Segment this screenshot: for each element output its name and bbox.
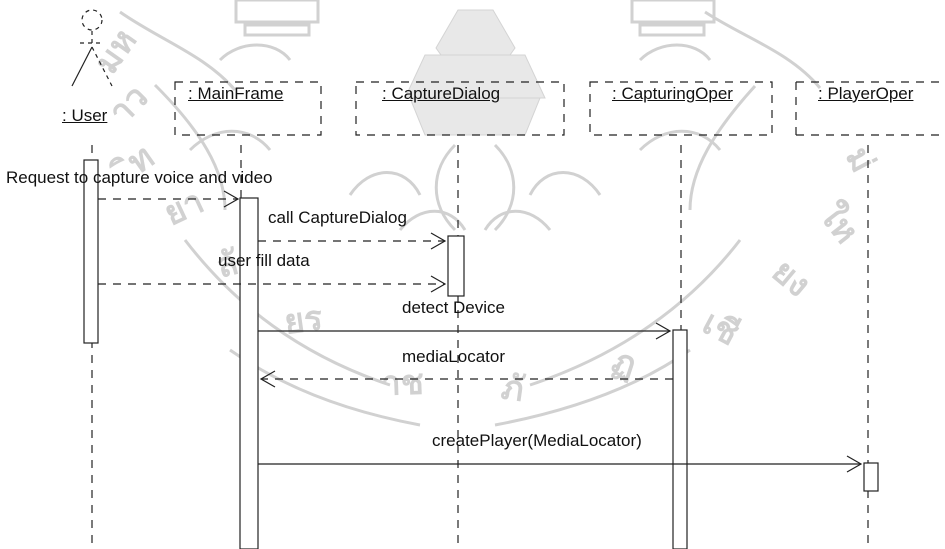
message-label-request-capture: Request to capture voice and video [6,168,273,188]
svg-text:าว: าว [102,78,156,132]
activation-capturingoper [673,330,687,549]
svg-text:าช: าช [381,364,424,403]
message-user-fill-data [98,276,445,292]
message-label-detect-device: detect Device [402,298,505,318]
activation-capturedialog [448,236,464,296]
svg-text:ยา: ยา [158,182,209,233]
object-label-capturedialog: : CaptureDialog [382,84,500,104]
message-label-call-capturedialog: call CaptureDialog [268,208,407,228]
svg-text:มห: มห [87,22,144,81]
svg-text:ยร: ยร [282,299,326,342]
svg-text:ยง: ยง [765,252,817,305]
object-label-mainframe: : MainFrame [188,84,283,104]
object-label-playeroper: : PlayerOper [818,84,913,104]
message-label-user-fill-data: user fill data [218,251,310,271]
activation-playeroper [864,463,878,491]
object-label-capturingoper: : CapturingOper [612,84,733,104]
svg-text:ให: ให [812,195,868,250]
message-label-medialocator: mediaLocator [402,347,505,367]
message-label-createplayer: createPlayer(MediaLocator) [432,431,642,451]
svg-text:ภั: ภั [499,368,527,409]
svg-text:เชี: เชี [696,304,744,354]
message-call-capturedialog [258,233,445,249]
object-label-user: : User [62,106,107,126]
svg-text:ม่: ม่ [838,141,882,179]
message-createplayer [258,456,861,472]
